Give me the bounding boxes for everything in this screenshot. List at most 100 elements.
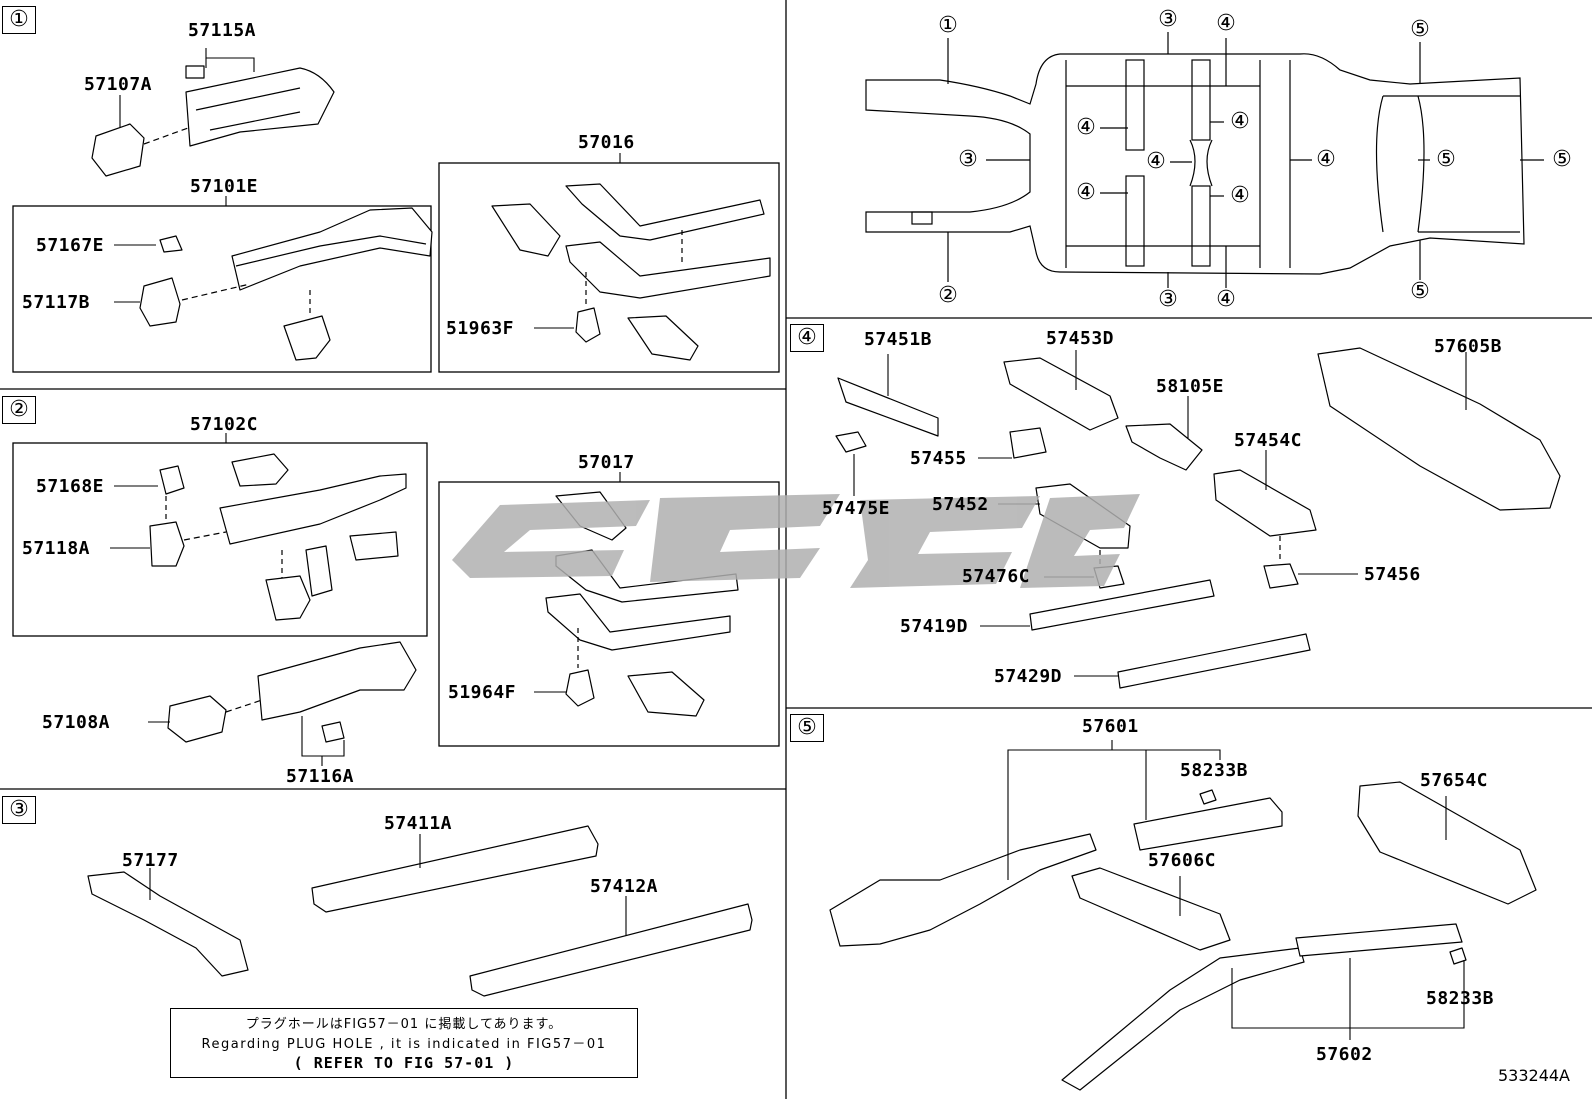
overview-callout-3[interactable]: ③ xyxy=(958,147,978,172)
part-label-57168E[interactable]: 57168E xyxy=(36,476,105,497)
part-51963F-shape xyxy=(575,307,601,343)
part-57118A-shape xyxy=(149,521,185,567)
part-57601-right xyxy=(1133,797,1283,851)
part-57016-b xyxy=(565,183,765,241)
part-57116A-clip xyxy=(321,721,345,743)
overview-callout-1[interactable]: ① xyxy=(938,13,958,38)
overview-callout-4[interactable]: ④ xyxy=(1146,149,1166,174)
part-57016-d xyxy=(627,315,699,361)
section-1-marker: ① xyxy=(2,6,36,34)
part-57456-shape xyxy=(1263,563,1299,589)
part-label-57117B[interactable]: 57117B xyxy=(22,292,91,313)
frame-57101E xyxy=(12,205,432,373)
part-57115A-shape xyxy=(185,67,335,147)
part-label-57107A[interactable]: 57107A xyxy=(84,74,153,95)
part-57606C-shape xyxy=(1071,867,1231,951)
part-label-57411A[interactable]: 57411A xyxy=(384,813,453,834)
part-label-57116A[interactable]: 57116A xyxy=(286,766,355,787)
part-58233B-top-shape xyxy=(1199,789,1217,805)
part-57602-right xyxy=(1295,923,1463,957)
part-57167E-shape xyxy=(159,235,183,253)
part-label-57017[interactable]: 57017 xyxy=(578,452,635,473)
part-label-57016[interactable]: 57016 xyxy=(578,132,635,153)
part-label-58233B[interactable]: 58233B xyxy=(1426,988,1495,1009)
part-58233B-bot-shape xyxy=(1449,947,1467,965)
part-label-57475E[interactable]: 57475E xyxy=(822,498,891,519)
part-57475E-shape xyxy=(835,431,867,453)
part-label-57115A[interactable]: 57115A xyxy=(188,20,257,41)
part-57602-left xyxy=(1061,947,1305,1091)
part-57102C-bracket-c xyxy=(349,531,399,561)
part-label-58233B[interactable]: 58233B xyxy=(1180,760,1249,781)
overview-callout-4[interactable]: ④ xyxy=(1076,180,1096,205)
part-label-58105E[interactable]: 58105E xyxy=(1156,376,1225,397)
overview-callout-4[interactable]: ④ xyxy=(1316,147,1336,172)
overview-callout-4[interactable]: ④ xyxy=(1076,115,1096,140)
part-57017-d xyxy=(627,671,705,717)
part-57101E-shape xyxy=(231,207,433,291)
part-label-57654C[interactable]: 57654C xyxy=(1420,770,1489,791)
part-57116A-shape xyxy=(257,641,417,721)
overview-callout-2[interactable]: ② xyxy=(938,283,958,308)
overview-callout-5[interactable]: ⑤ xyxy=(1436,147,1456,172)
watermark-logo xyxy=(452,494,1140,588)
figure-id: 533244A xyxy=(1497,1066,1570,1085)
part-label-57108A[interactable]: 57108A xyxy=(42,712,111,733)
part-label-57412A[interactable]: 57412A xyxy=(590,876,659,897)
plug-hole-note: プラグホールはFIG57－01 に掲載してあります。 Regarding PLU… xyxy=(170,1008,638,1078)
part-label-57452[interactable]: 57452 xyxy=(932,494,989,515)
part-label-57453D[interactable]: 57453D xyxy=(1046,328,1115,349)
section-5-marker: ⑤ xyxy=(790,714,824,742)
part-label-57102C[interactable]: 57102C xyxy=(190,414,259,435)
overview-callout-4[interactable]: ④ xyxy=(1216,11,1236,36)
part-label-57456[interactable]: 57456 xyxy=(1364,564,1421,585)
frame-57102C xyxy=(12,442,428,637)
part-57168E-shape xyxy=(159,465,185,495)
part-label-57605B[interactable]: 57605B xyxy=(1434,336,1503,357)
part-label-57602[interactable]: 57602 xyxy=(1316,1044,1373,1065)
part-57454C-shape xyxy=(1213,469,1317,537)
chassis-overview xyxy=(865,32,1544,288)
part-label-57606C[interactable]: 57606C xyxy=(1148,850,1217,871)
part-57017-c xyxy=(545,593,731,651)
part-57016-a xyxy=(491,203,561,257)
part-label-51964F[interactable]: 51964F xyxy=(448,682,517,703)
part-57117B-shape xyxy=(139,277,181,327)
part-label-51963F[interactable]: 51963F xyxy=(446,318,515,339)
overview-callout-4[interactable]: ④ xyxy=(1230,109,1250,134)
part-label-57167E[interactable]: 57167E xyxy=(36,235,105,256)
overview-callout-5[interactable]: ⑤ xyxy=(1410,17,1430,42)
part-label-57454C[interactable]: 57454C xyxy=(1234,430,1303,451)
part-label-57429D[interactable]: 57429D xyxy=(994,666,1063,687)
overview-callout-5[interactable]: ⑤ xyxy=(1552,147,1572,172)
part-58105E-shape xyxy=(1125,423,1203,471)
part-label-57601[interactable]: 57601 xyxy=(1082,716,1139,737)
part-57451B-shape xyxy=(837,377,939,437)
part-57108A-shape xyxy=(167,695,227,743)
frame-57017 xyxy=(438,481,780,747)
part-label-57476C[interactable]: 57476C xyxy=(962,566,1031,587)
part-57102C-bracket-a xyxy=(265,575,311,621)
part-57455-shape xyxy=(1009,427,1047,459)
part-label-57451B[interactable]: 57451B xyxy=(864,329,933,350)
overview-callout-4[interactable]: ④ xyxy=(1230,183,1250,208)
part-label-57177[interactable]: 57177 xyxy=(122,850,179,871)
section-4-marker: ④ xyxy=(790,324,824,352)
part-57605B-shape xyxy=(1317,347,1561,511)
note-line-japanese: プラグホールはFIG57－01 に掲載してあります。 xyxy=(245,1017,563,1032)
overview-callout-3[interactable]: ③ xyxy=(1158,287,1178,312)
part-57016-c xyxy=(565,241,771,299)
part-57101E-bracket xyxy=(283,315,331,361)
part-label-57419D[interactable]: 57419D xyxy=(900,616,969,637)
part-57177-shape xyxy=(87,871,249,977)
overview-callout-3[interactable]: ③ xyxy=(1158,7,1178,32)
part-57107A-shape xyxy=(91,123,145,177)
part-51964F-shape xyxy=(565,669,595,707)
part-57654C-shape xyxy=(1357,781,1537,905)
overview-callout-5[interactable]: ⑤ xyxy=(1410,279,1430,304)
overview-callout-4[interactable]: ④ xyxy=(1216,287,1236,312)
part-label-57455[interactable]: 57455 xyxy=(910,448,967,469)
note-refer-link[interactable]: ( REFER TO FIG 57-01 ) xyxy=(293,1054,515,1072)
part-label-57101E[interactable]: 57101E xyxy=(190,176,259,197)
part-label-57118A[interactable]: 57118A xyxy=(22,538,91,559)
